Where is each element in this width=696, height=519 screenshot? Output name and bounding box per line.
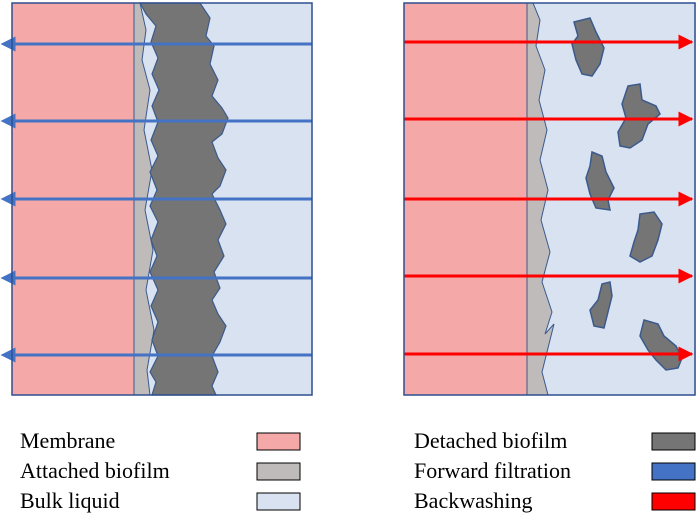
legend-label-forward-filtration: Forward filtration: [414, 458, 571, 483]
forward-filtration-arrows: [0, 36, 312, 363]
legend-swatch-attached-biofilm: [256, 462, 301, 481]
legend-label-detached-biofilm: Detached biofilm: [414, 428, 567, 453]
legend-label-attached-biofilm: Attached biofilm: [20, 458, 170, 483]
panel-border: [403, 2, 696, 396]
panel-forward-filtration: [0, 2, 313, 396]
legend-swatch-detached-biofilm: [651, 432, 696, 451]
detached-biofilm-clump: [629, 211, 663, 263]
detached-biofilm-clumps: [571, 17, 683, 371]
legend-label-membrane: Membrane: [20, 428, 115, 453]
backwashing-arrows: [404, 34, 694, 362]
detached-biofilm-clump: [589, 281, 613, 329]
detached-biofilm-clump: [585, 150, 615, 211]
legend-swatch-forward-filtration: [651, 462, 696, 481]
legend-swatch-membrane: [256, 432, 301, 451]
legend-label-backwashing: Backwashing: [414, 488, 533, 513]
legend: Membrane Attached biofilm Bulk liquid De…: [20, 428, 696, 513]
legend-right-column: Detached biofilm Forward filtration Back…: [414, 428, 696, 513]
legend-swatch-bulk-liquid: [256, 492, 301, 511]
detached-biofilm-clump: [639, 319, 683, 371]
panel-backwashing: [403, 2, 696, 396]
legend-swatch-backwashing: [651, 492, 696, 511]
legend-left-column: Membrane Attached biofilm Bulk liquid: [20, 428, 301, 513]
panel-border: [11, 2, 313, 396]
legend-label-bulk-liquid: Bulk liquid: [20, 488, 120, 513]
